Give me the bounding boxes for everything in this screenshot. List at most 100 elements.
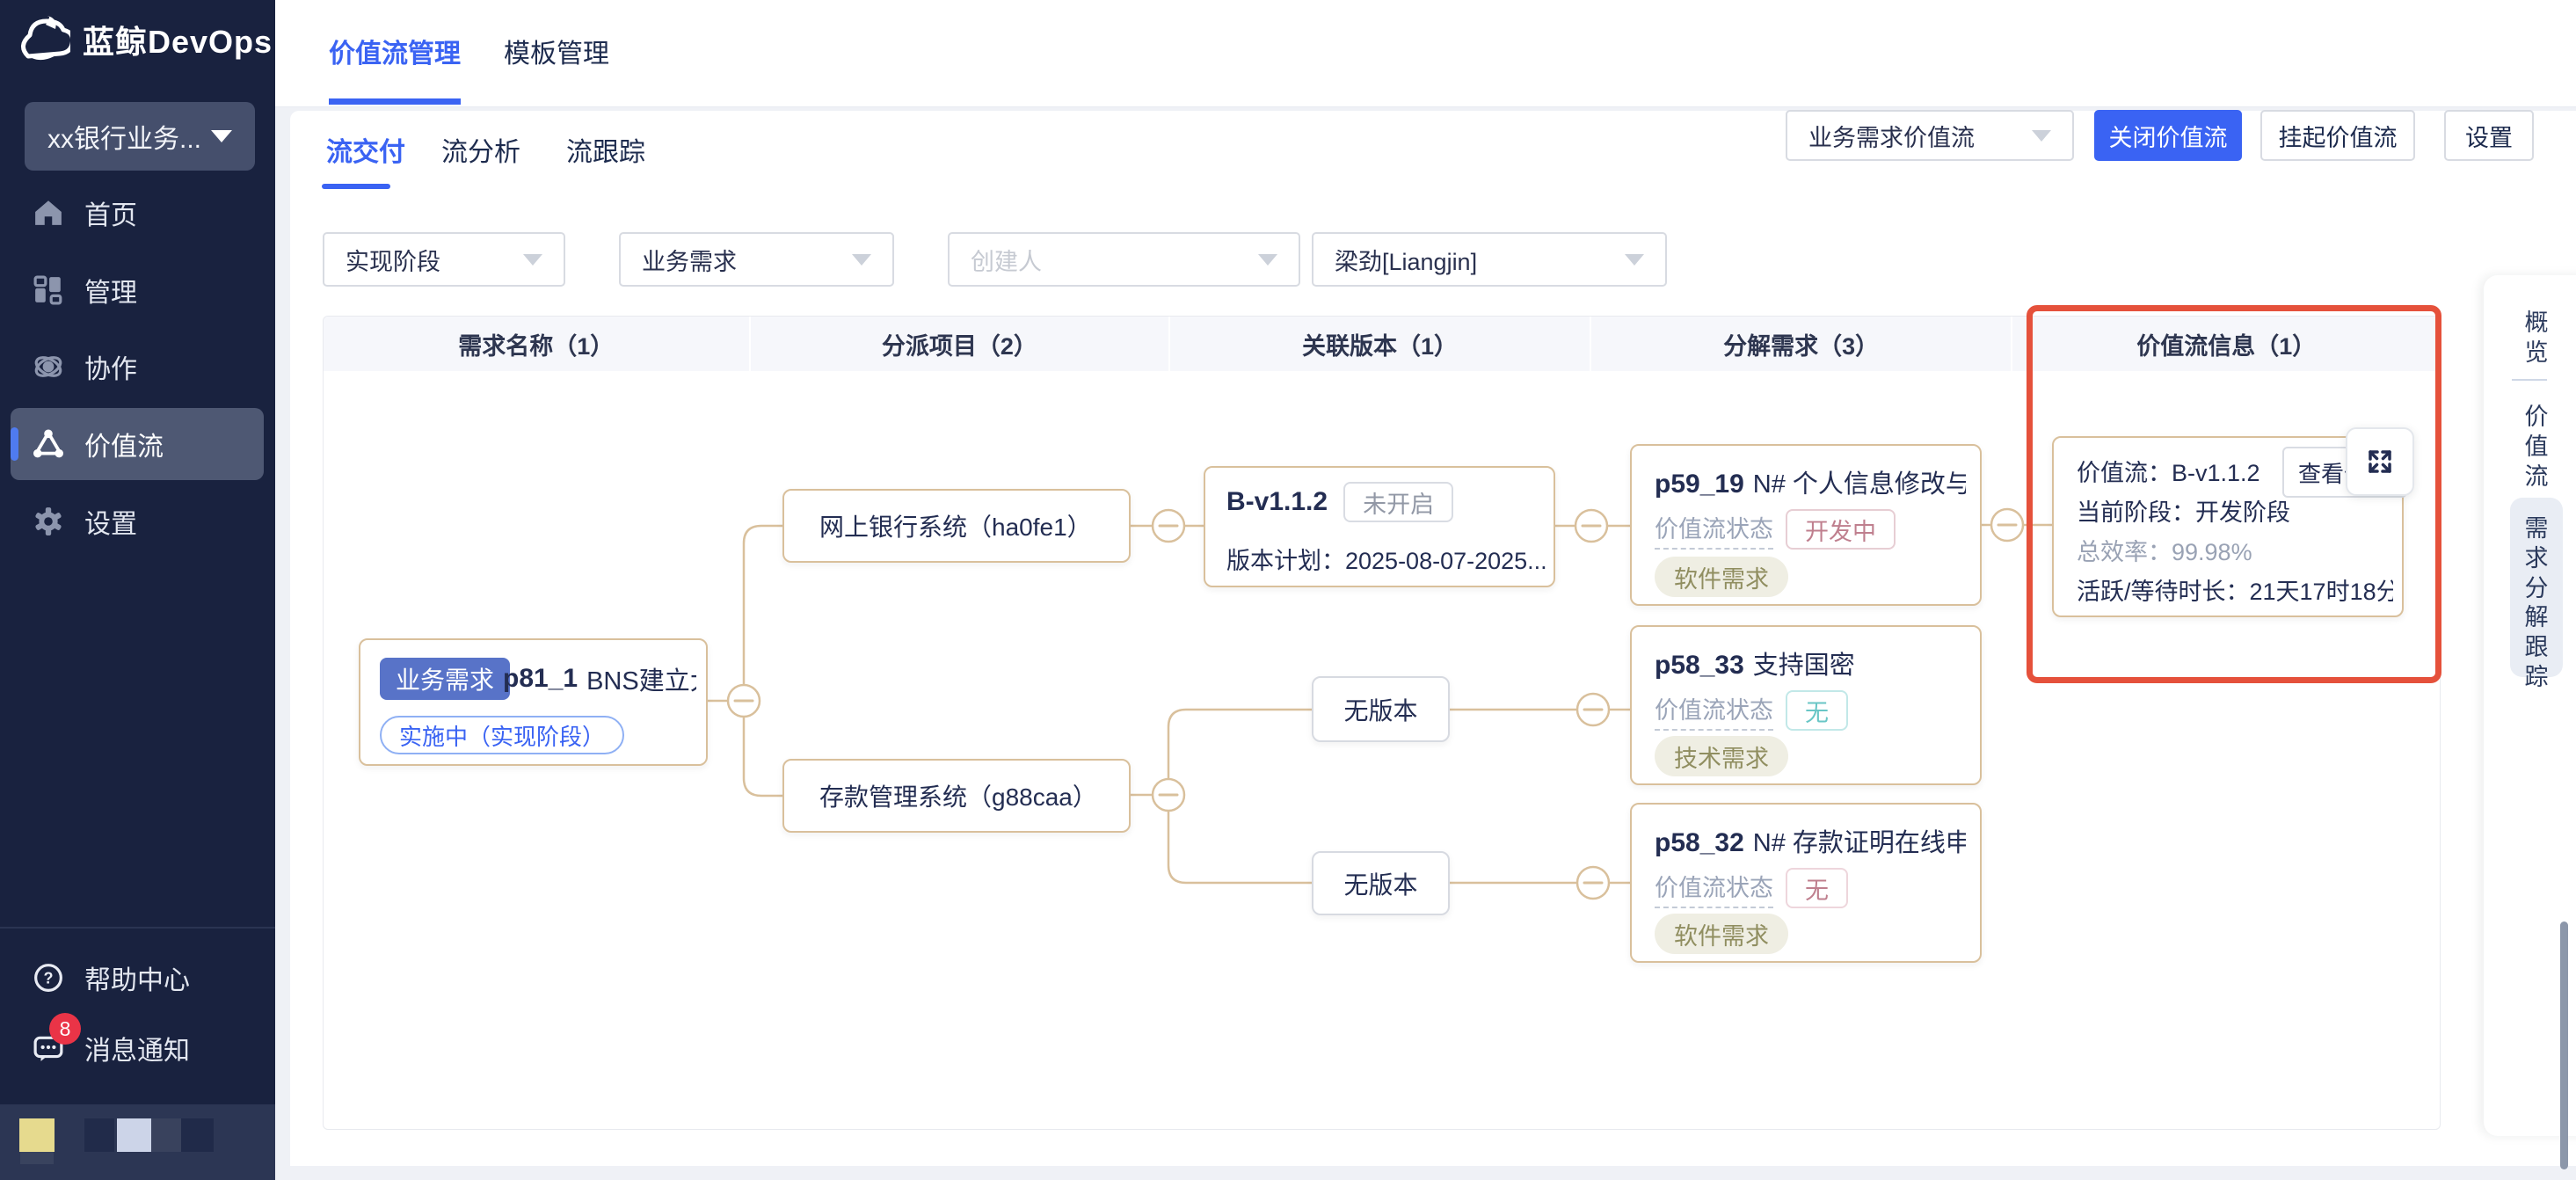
column-header-value-stream-info: 价值流信息（1） bbox=[2136, 332, 2317, 360]
tab-flow-tracking[interactable]: 流跟踪 bbox=[566, 138, 645, 167]
vs-info-efficiency: 总效率：99.98% bbox=[2077, 539, 2252, 565]
close-value-stream-button[interactable]: 关闭价值流 bbox=[2094, 110, 2242, 161]
svg-text:?: ? bbox=[43, 969, 53, 987]
sidebar-item-label: 管理 bbox=[84, 279, 137, 308]
vertical-scrollbar-thumb[interactable] bbox=[2560, 921, 2568, 1169]
requirement-title: BNS建立大... bbox=[586, 667, 696, 696]
sidebar-item-home[interactable]: 首页 bbox=[0, 174, 275, 251]
tab-flow-delivery[interactable]: 流交付 bbox=[326, 138, 405, 167]
sidebar-item-collab[interactable]: 协作 bbox=[0, 328, 275, 405]
value-stream-status-pill[interactable]: 无 bbox=[1786, 690, 1848, 731]
assignee-filter-select[interactable]: 梁劲[Liangjin] bbox=[1312, 232, 1667, 287]
vs-info-duration: 活跃/等待时长：21天17时18分 |... bbox=[2077, 579, 2393, 605]
requirement-node-p58-33[interactable]: p58_33 支持国密 价值流状态 无 技术需求 bbox=[1630, 625, 1982, 785]
help-icon: ? bbox=[34, 964, 62, 992]
top-navigation-bar: 价值流管理 模板管理 bbox=[275, 0, 2576, 107]
requirement-id: p59_19 bbox=[1655, 470, 1744, 499]
project-node-deposit[interactable]: 存款管理系统（g88caa） bbox=[782, 759, 1131, 833]
message-icon bbox=[33, 1036, 63, 1061]
project-selector-value: xx银行业务... bbox=[47, 125, 202, 154]
creator-filter-select[interactable]: 创建人 bbox=[948, 232, 1300, 287]
suspend-value-stream-button[interactable]: 挂起价值流 bbox=[2260, 110, 2415, 161]
vs-info-stage: 当前阶段：开发阶段 bbox=[2077, 499, 2290, 526]
implementation-status-pill: 实施中（实现阶段） bbox=[380, 716, 625, 754]
tab-value-stream-management[interactable]: 价值流管理 bbox=[329, 40, 461, 69]
sidebar: 蓝鲸DevOps xx银行业务... 首页 管理 bbox=[0, 0, 275, 1180]
vertical-tab-overview[interactable]: 概览 bbox=[2524, 310, 2549, 366]
value-stream-status-label: 价值流状态 bbox=[1655, 869, 1773, 908]
logo[interactable]: 蓝鲸DevOps bbox=[16, 16, 273, 63]
taskbar-swatch bbox=[151, 1118, 181, 1152]
value-stream-status-pill[interactable]: 开发中 bbox=[1786, 509, 1896, 550]
stage-filter-value: 实现阶段 bbox=[346, 248, 440, 275]
value-stream-status-label: 价值流状态 bbox=[1655, 691, 1773, 731]
requirement-title: N# 存款证明在线申请 bbox=[1752, 829, 1966, 857]
column-header-decomposed-requirement: 分解需求（3） bbox=[1591, 317, 2013, 371]
logo-text: 蓝鲸DevOps bbox=[83, 24, 273, 60]
no-version-label: 无版本 bbox=[1343, 696, 1418, 725]
version-node[interactable]: B-v1.1.2 未开启 版本计划：2025-08-07-2025... bbox=[1204, 466, 1555, 587]
gear-icon bbox=[35, 507, 62, 535]
vertical-tab-divider bbox=[2512, 379, 2547, 381]
cloud-whale-logo-icon bbox=[21, 16, 70, 61]
requirement-node-p59-19[interactable]: p59_19 N# 个人信息修改与安... 价值流状态 开发中 软件需求 bbox=[1630, 444, 1982, 606]
chevron-down-icon bbox=[1625, 253, 1644, 266]
sidebar-item-label: 协作 bbox=[84, 355, 137, 384]
sidebar-item-settings[interactable]: 设置 bbox=[0, 483, 275, 560]
sidebar-active-indicator bbox=[11, 427, 18, 461]
taskbar-strip bbox=[0, 1104, 275, 1180]
no-version-label: 无版本 bbox=[1343, 870, 1418, 899]
project-node-online-bank[interactable]: 网上银行系统（ha0fe1） bbox=[782, 489, 1131, 563]
requirement-title: 支持国密 bbox=[1752, 652, 1855, 680]
table-header-row: 需求名称（1） 分派项目（2） 关联版本（1） 分解需求（3） 价值流信息（1） bbox=[324, 317, 2440, 371]
stage-filter-select[interactable]: 实现阶段 bbox=[323, 232, 565, 287]
sidebar-item-value-stream[interactable]: 价值流 bbox=[0, 405, 275, 483]
chevron-down-icon bbox=[852, 253, 871, 266]
home-icon bbox=[35, 200, 62, 225]
business-requirement-filter-select[interactable]: 业务需求 bbox=[619, 232, 894, 287]
active-subtab-underline bbox=[322, 184, 390, 189]
business-requirement-node[interactable]: 业务需求 p81_1 BNS建立大... 实施中（实现阶段） bbox=[359, 638, 708, 766]
sidebar-active-background bbox=[11, 408, 264, 480]
value-stream-icon bbox=[33, 429, 63, 458]
collab-icon bbox=[34, 356, 62, 377]
sidebar-item-help[interactable]: ? 帮助中心 bbox=[0, 943, 275, 1013]
right-side-panel: 概览 价值流 需求分解跟踪 bbox=[2484, 275, 2576, 1136]
version-plan: 版本计划：2025-08-07-2025... bbox=[1226, 548, 1547, 574]
requirement-id: p58_33 bbox=[1655, 651, 1744, 680]
project-selector[interactable]: xx银行业务... bbox=[25, 102, 255, 171]
column-header-assigned-project: 分派项目（2） bbox=[751, 317, 1171, 371]
taskbar-swatch bbox=[84, 1118, 114, 1152]
stream-type-select-value: 业务需求价值流 bbox=[1808, 124, 1975, 151]
project-name: 网上银行系统（ha0fe1） bbox=[819, 514, 1092, 541]
no-version-node[interactable]: 无版本 bbox=[1312, 851, 1450, 915]
tab-template-management[interactable]: 模板管理 bbox=[504, 40, 609, 69]
no-version-node[interactable]: 无版本 bbox=[1312, 676, 1450, 742]
sidebar-item-manage[interactable]: 管理 bbox=[0, 251, 275, 329]
value-stream-status-pill[interactable]: 无 bbox=[1786, 868, 1848, 908]
requirement-type-tag: 软件需求 bbox=[1655, 557, 1788, 597]
sidebar-item-label: 价值流 bbox=[84, 433, 164, 462]
vertical-tab-requirement-decompose-tracking[interactable]: 需求分解跟踪 bbox=[2524, 515, 2549, 690]
sidebar-item-notifications[interactable]: 消息通知 bbox=[0, 1013, 275, 1083]
taskbar-swatch bbox=[20, 1152, 54, 1164]
settings-button[interactable]: 设置 bbox=[2444, 110, 2534, 161]
expand-icon bbox=[2369, 450, 2391, 473]
chevron-down-icon bbox=[1258, 253, 1277, 266]
expand-icon-button[interactable] bbox=[2346, 427, 2414, 496]
requirement-id: p58_32 bbox=[1655, 828, 1744, 857]
column-header-related-version: 关联版本（1） bbox=[1170, 317, 1591, 371]
creator-filter-placeholder: 创建人 bbox=[971, 248, 1042, 275]
vertical-tab-value-stream[interactable]: 价值流 bbox=[2524, 404, 2549, 490]
tab-flow-analysis[interactable]: 流分析 bbox=[441, 138, 520, 167]
assignee-filter-value: 梁劲[Liangjin] bbox=[1335, 248, 1478, 275]
chevron-down-icon bbox=[2032, 129, 2051, 142]
business-requirement-badge: 业务需求 bbox=[380, 658, 511, 700]
taskbar-swatch bbox=[181, 1118, 214, 1152]
sidebar-divider bbox=[0, 927, 275, 929]
stream-type-select[interactable]: 业务需求价值流 bbox=[1786, 110, 2074, 161]
chevron-down-icon bbox=[523, 253, 542, 266]
sidebar-item-label: 首页 bbox=[84, 201, 137, 230]
requirement-node-p58-32[interactable]: p58_32 N# 存款证明在线申请 价值流状态 无 软件需求 bbox=[1630, 803, 1982, 963]
